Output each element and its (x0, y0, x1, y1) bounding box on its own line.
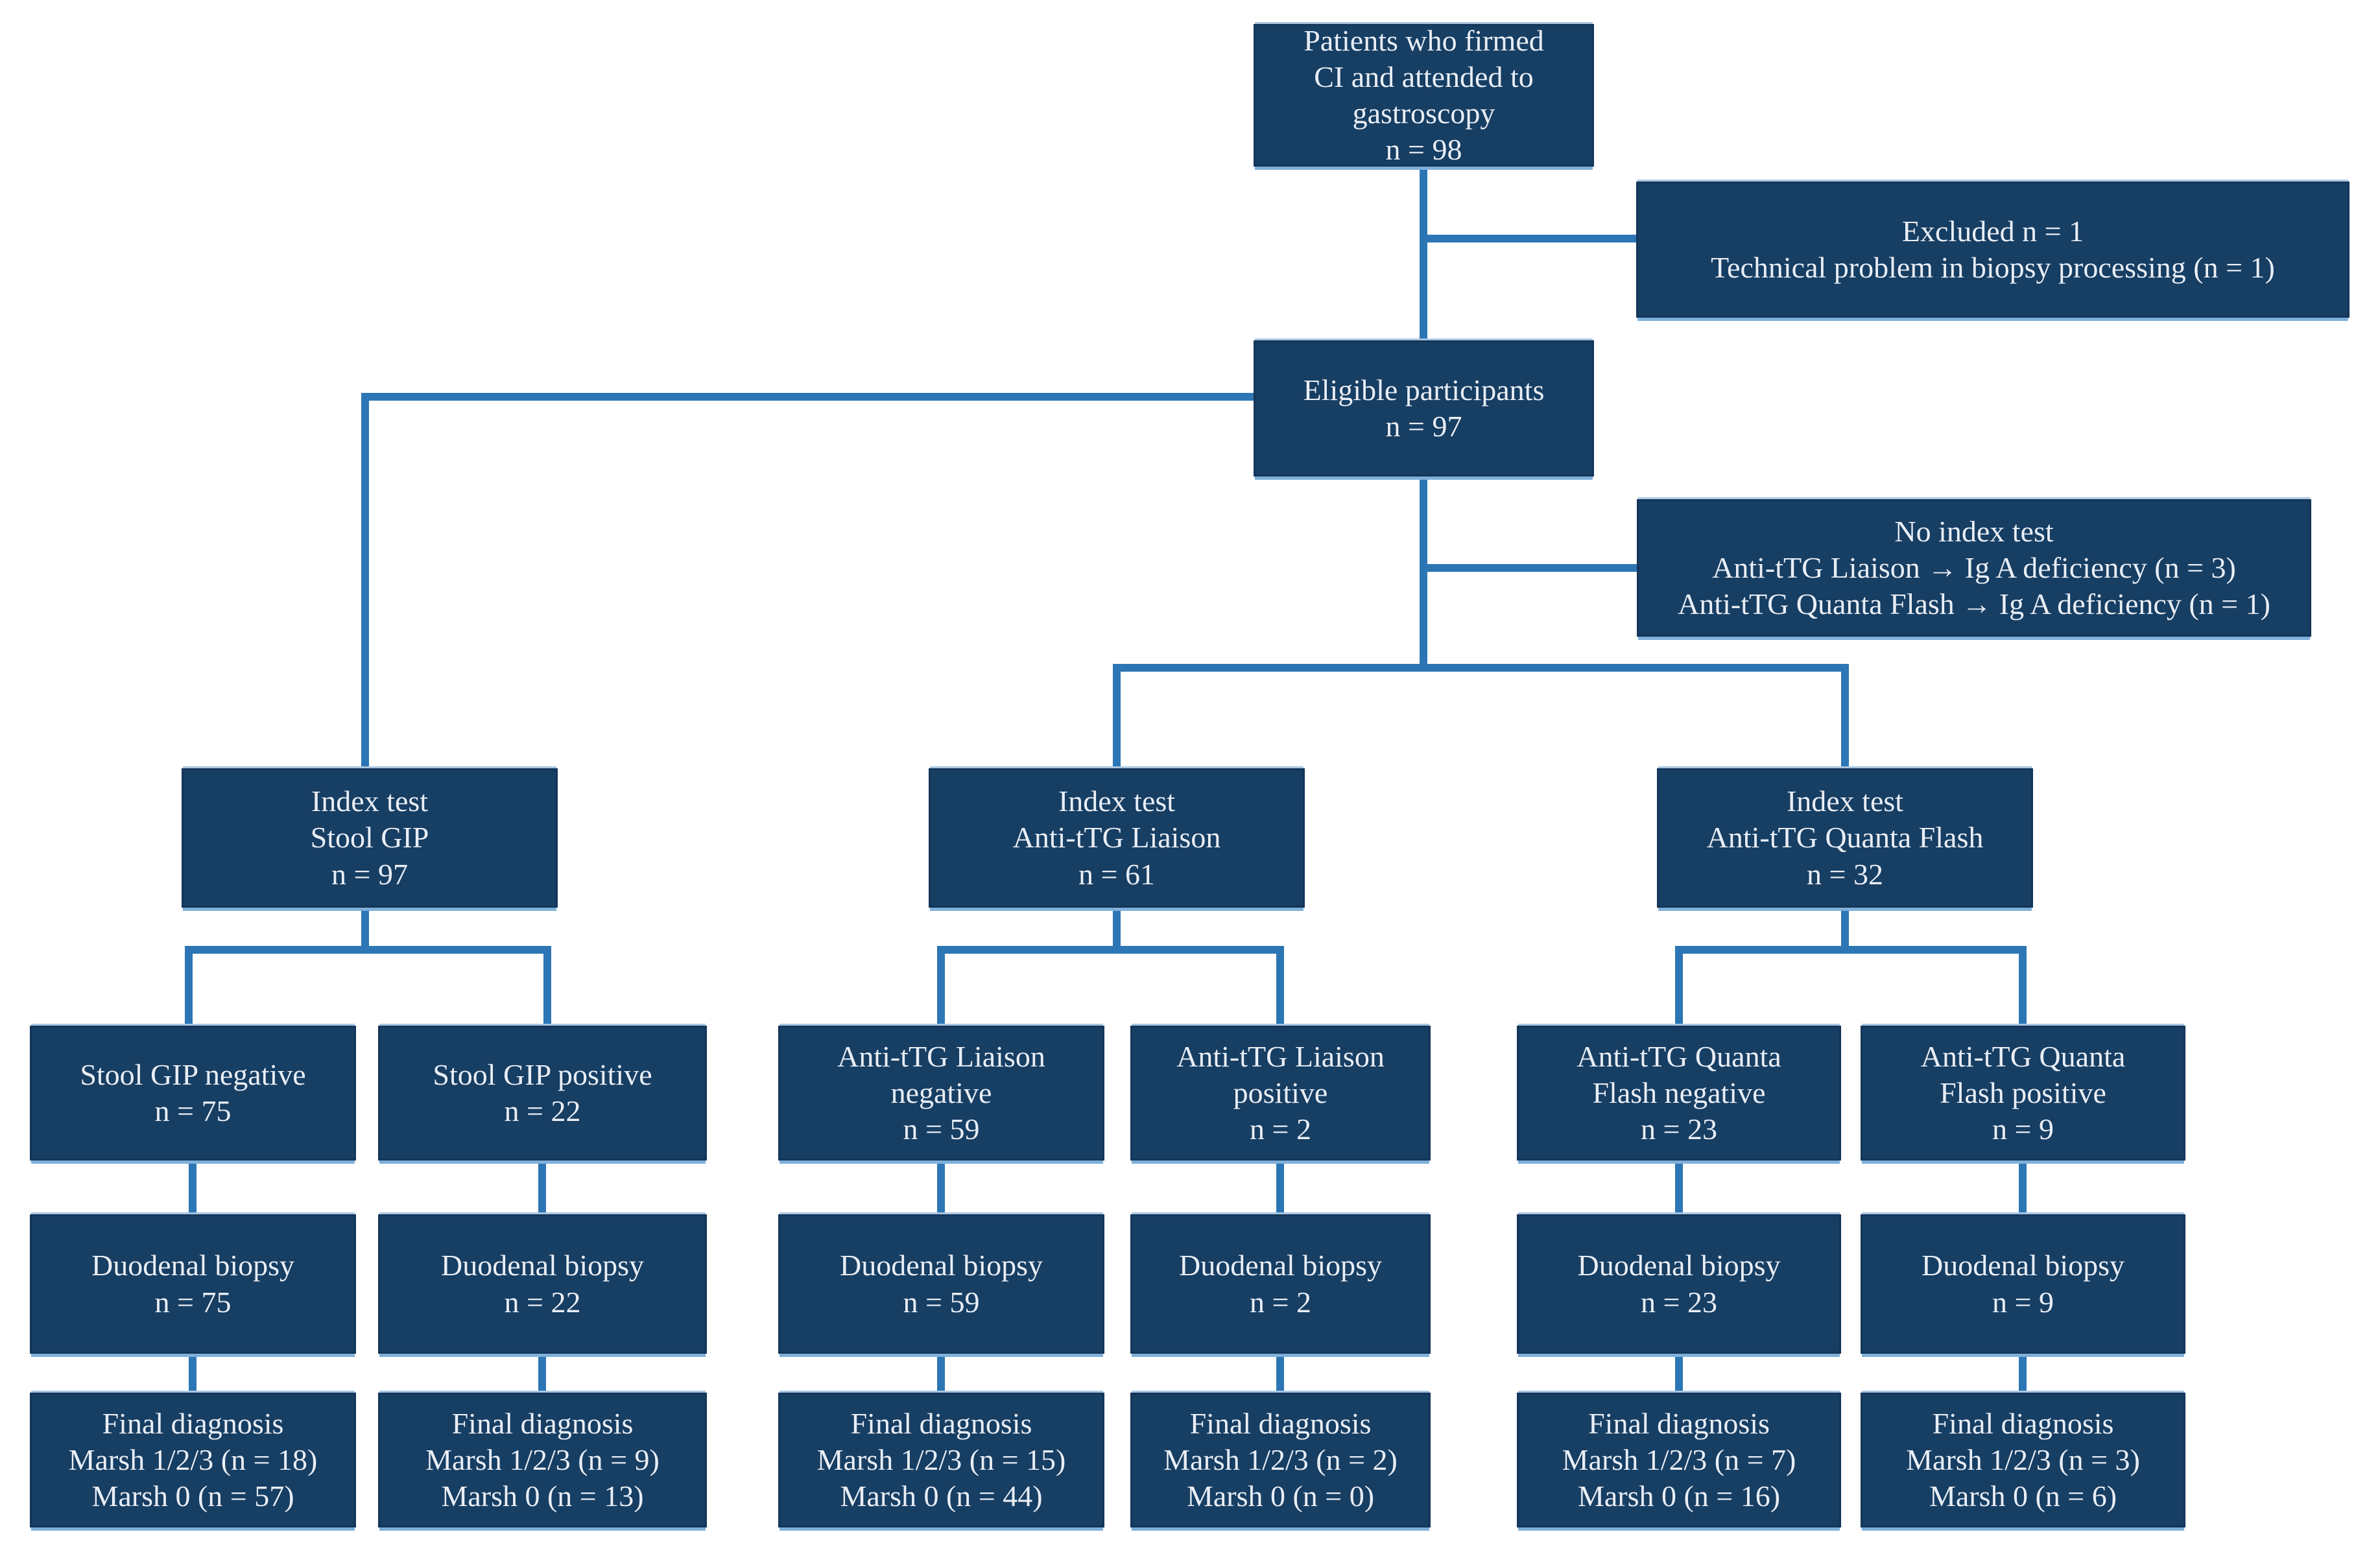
connector-left-horizontal (361, 393, 1255, 401)
connector-row2-row3 (2019, 1159, 2027, 1216)
connector-patients-eligible (1420, 165, 1427, 342)
connector-eligible-down (1420, 475, 1427, 672)
node-final-gip-positive: Final diagnosis Marsh 1/2/3 (n = 9) Mars… (378, 1393, 707, 1527)
node-eligible: Eligible participants n = 97 (1254, 340, 1594, 477)
connector-gip-pos-drop (543, 946, 551, 1027)
node-index-quanta: Index test Anti-tTG Quanta Flash n = 32 (1657, 768, 2033, 908)
connector-row3-row4 (1276, 1352, 1284, 1394)
node-final-gip-negative: Final diagnosis Marsh 1/2/3 (n = 18) Mar… (30, 1393, 356, 1527)
connector-row2-row3 (937, 1159, 945, 1216)
node-patients: Patients who firmed CI and attended to g… (1254, 24, 1594, 167)
connector-row2-row3 (538, 1159, 546, 1216)
node-gip-negative: Stool GIP negative n = 75 (30, 1026, 356, 1161)
node-final-liaison-positive: Final diagnosis Marsh 1/2/3 (n = 2) Mars… (1130, 1393, 1431, 1527)
node-biopsy-gip-negative: Duodenal biopsy n = 75 (30, 1214, 356, 1354)
node-final-quanta-negative: Final diagnosis Marsh 1/2/3 (n = 7) Mars… (1517, 1393, 1841, 1527)
connector-drop-stool-gip (361, 393, 369, 770)
node-no-index-test: No index test Anti-tTG Liaison → Ig A de… (1637, 499, 2311, 637)
connector-row3-row4 (538, 1352, 546, 1394)
node-biopsy-liaison-negative: Duodenal biopsy n = 59 (778, 1214, 1104, 1354)
connector-quanta-neg-drop (1675, 946, 1683, 1027)
connector-quanta-split-bar (1675, 946, 2027, 954)
connector-quanta-pos-drop (2019, 946, 2027, 1027)
connector-gip-split-bar (185, 946, 551, 954)
connector-liaison-split-stem (1113, 906, 1121, 954)
connector-liaison-split-bar (937, 946, 1284, 954)
connector-branch-no-index (1420, 564, 1641, 572)
node-gip-positive: Stool GIP positive n = 22 (378, 1026, 707, 1161)
connector-drop-liaison (1113, 664, 1121, 770)
connector-row3-row4 (189, 1352, 196, 1394)
connector-row2-row3 (189, 1159, 196, 1216)
connector-gip-neg-drop (185, 946, 193, 1027)
connector-drop-quanta (1841, 664, 1849, 770)
node-biopsy-liaison-positive: Duodenal biopsy n = 2 (1130, 1214, 1431, 1354)
node-index-stool-gip: Index test Stool GIP n = 97 (182, 768, 558, 908)
connector-row3-row4 (937, 1352, 945, 1394)
connector-gip-split-stem (361, 906, 369, 954)
connector-branch-excluded (1420, 235, 1640, 242)
connector-row2-row3 (1675, 1159, 1683, 1216)
node-biopsy-gip-positive: Duodenal biopsy n = 22 (378, 1214, 707, 1354)
node-excluded: Excluded n = 1 Technical problem in biop… (1636, 182, 2350, 318)
node-biopsy-quanta-negative: Duodenal biopsy n = 23 (1517, 1214, 1841, 1354)
connector-row3-row4 (2019, 1352, 2027, 1394)
connector-mid-horizontal (1113, 664, 1849, 672)
connector-liaison-neg-drop (937, 946, 945, 1027)
node-final-liaison-negative: Final diagnosis Marsh 1/2/3 (n = 15) Mar… (778, 1393, 1104, 1527)
node-final-quanta-positive: Final diagnosis Marsh 1/2/3 (n = 3) Mars… (1861, 1393, 2185, 1527)
connector-quanta-split-stem (1841, 906, 1849, 954)
connector-row3-row4 (1675, 1352, 1683, 1394)
node-quanta-positive: Anti-tTG Quanta Flash positive n = 9 (1861, 1026, 2185, 1161)
node-liaison-positive: Anti-tTG Liaison positive n = 2 (1130, 1026, 1431, 1161)
connector-row2-row3 (1276, 1159, 1284, 1216)
node-index-liaison: Index test Anti-tTG Liaison n = 61 (929, 768, 1305, 908)
node-biopsy-quanta-positive: Duodenal biopsy n = 9 (1861, 1214, 2185, 1354)
node-liaison-negative: Anti-tTG Liaison negative n = 59 (778, 1026, 1104, 1161)
connector-liaison-pos-drop (1276, 946, 1284, 1027)
node-quanta-negative: Anti-tTG Quanta Flash negative n = 23 (1517, 1026, 1841, 1161)
